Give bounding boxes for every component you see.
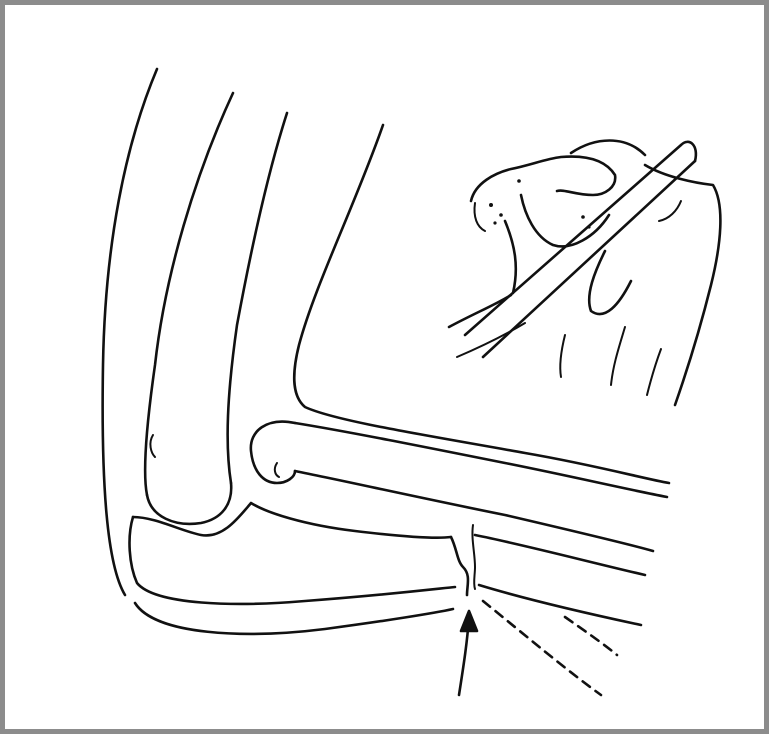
- hand-with-rod-inset: [449, 141, 720, 406]
- arrow-head: [461, 611, 477, 631]
- stipple-dot: [517, 179, 521, 183]
- forearm-upper-skin-contour: [294, 125, 669, 483]
- thumb-nail: [474, 203, 485, 231]
- knuckle-top: [571, 141, 645, 156]
- ulna-olecranon-upper: [133, 503, 451, 538]
- finger-three: [589, 251, 631, 314]
- radius-upper-edge: [295, 423, 667, 497]
- dashed-contour-left: [483, 601, 601, 695]
- wrist-line-b: [560, 335, 565, 377]
- stipple-dot: [493, 221, 496, 224]
- stipple-dot: [581, 215, 585, 219]
- stipple-dot: [587, 225, 590, 228]
- dashed-contour-right: [565, 617, 617, 655]
- arm-outer-contour: [103, 69, 157, 595]
- stipple-dot: [489, 203, 493, 207]
- ulna-olecranon-lower: [130, 517, 455, 604]
- forearm-lower-skin-contour: [135, 603, 453, 634]
- wrist-line-d: [647, 349, 661, 395]
- humerus-inner-edge: [228, 113, 287, 483]
- radius-head: [251, 422, 295, 483]
- ulna-distal-lower: [479, 585, 641, 625]
- rod-tip: [681, 142, 696, 161]
- humerus-notch: [150, 435, 155, 457]
- humerus-condyle: [147, 483, 231, 524]
- stipple-dot: [499, 213, 503, 217]
- wrist-line-a: [457, 323, 525, 357]
- finger-two: [505, 221, 516, 293]
- humerus-outer-edge: [145, 93, 233, 495]
- finger-crease: [659, 201, 681, 221]
- palm-edge: [645, 165, 720, 405]
- radius-head-mark: [275, 463, 279, 477]
- elbow-fracture-illustration: [5, 5, 769, 739]
- wrist-line-c: [611, 327, 625, 385]
- thumb: [471, 157, 615, 201]
